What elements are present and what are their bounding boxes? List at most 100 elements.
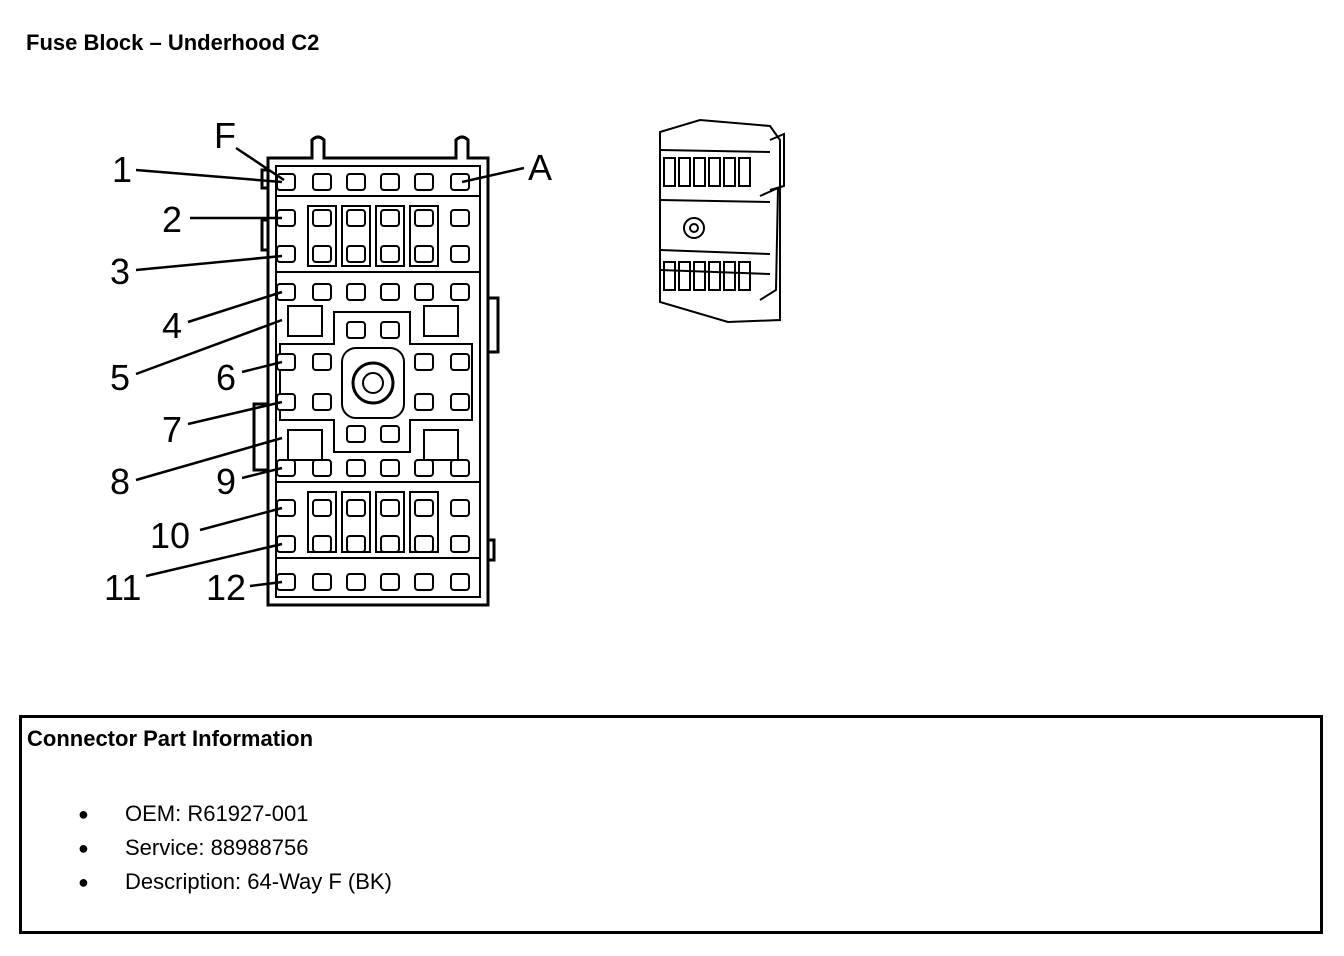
terminal-cavity (450, 499, 470, 517)
terminal-cavity (346, 245, 366, 263)
connector-part-info: Connector Part Information ● OEM: R61927-… (19, 715, 1323, 934)
terminal-cavity (346, 499, 366, 517)
iso-cavity (663, 157, 676, 187)
row-label: 6 (216, 357, 236, 398)
terminal-cavity (450, 173, 470, 191)
list-item: ● OEM: R61927-001 (22, 797, 392, 831)
terminal-cavity (312, 173, 332, 191)
info-list: ● OEM: R61927-001 ● Service: 88988756 ● Des… (22, 797, 392, 899)
cavity-frame (409, 205, 439, 267)
terminal-cavity (450, 209, 470, 227)
terminal-cavity (414, 245, 434, 263)
iso-cavity (738, 261, 751, 291)
iso-cavity (678, 261, 691, 291)
info-service: Service: 88988756 (125, 835, 309, 860)
row-label: 2 (162, 199, 182, 240)
terminal-cavity (450, 283, 470, 301)
column-label-start: F (214, 115, 236, 156)
terminal-cavity (346, 283, 366, 301)
cavity-frame (341, 205, 371, 267)
row-label: 9 (216, 461, 236, 502)
iso-cavity (693, 157, 706, 187)
terminal-cavity (346, 425, 366, 443)
terminal-cavity (312, 209, 332, 227)
iso-cavity (663, 261, 676, 291)
page-title: Fuse Block – Underhood C2 (26, 30, 320, 55)
terminal-cavity (414, 459, 434, 477)
terminal-cavity (380, 245, 400, 263)
terminal-cavity (276, 283, 296, 301)
terminal-cavities (276, 173, 470, 591)
terminal-cavity (312, 283, 332, 301)
terminal-cavity (312, 459, 332, 477)
row-label: 7 (162, 409, 182, 450)
terminal-cavity (312, 499, 332, 517)
info-oem: OEM: R61927-001 (125, 801, 309, 826)
terminal-cavity (380, 209, 400, 227)
terminal-cavity (380, 499, 400, 517)
bullet-icon: ● (78, 838, 89, 858)
terminal-cavity (414, 573, 434, 591)
row-label: 8 (110, 461, 130, 502)
terminal-cavity (414, 173, 434, 191)
terminal-cavity (414, 283, 434, 301)
terminal-cavity (346, 459, 366, 477)
terminal-cavity (312, 573, 332, 591)
callout-labels: 1 2 3 4 5 6 7 8 9 10 11 12 F A (104, 115, 552, 608)
cavity-frame (307, 205, 337, 267)
info-description: Description: 64-Way F (BK) (125, 869, 392, 894)
connector-isometric-view (659, 118, 785, 324)
terminal-cavity (450, 353, 470, 371)
terminal-cavity (450, 535, 470, 553)
column-label-end: A (528, 147, 552, 188)
row-label: 1 (112, 149, 132, 190)
terminal-cavity (450, 459, 470, 477)
terminal-cavity (312, 535, 332, 553)
row-label: 12 (206, 567, 246, 608)
terminal-cavity (380, 459, 400, 477)
cavity-frame (375, 205, 405, 267)
connector-housing (252, 135, 500, 607)
iso-cavity (693, 261, 706, 291)
iso-cavity (678, 157, 691, 187)
row-label: 10 (150, 515, 190, 556)
row-label: 11 (104, 567, 141, 608)
terminal-cavity (380, 425, 400, 443)
iso-cavity (738, 157, 751, 187)
iso-cavity (708, 261, 721, 291)
terminal-cavity (346, 321, 366, 339)
terminal-cavity (346, 535, 366, 553)
list-item: ● Service: 88988756 (22, 831, 392, 865)
connector-face-diagram: 1 2 3 4 5 6 7 8 9 10 11 12 F A (104, 115, 785, 608)
terminal-cavity (276, 245, 296, 263)
terminal-cavity (346, 209, 366, 227)
iso-cavity (723, 157, 736, 187)
terminal-cavity (414, 353, 434, 371)
info-heading: Connector Part Information (27, 726, 314, 751)
terminal-cavity (450, 245, 470, 263)
terminal-cavity (414, 393, 434, 411)
terminal-cavity (380, 573, 400, 591)
terminal-cavity (312, 353, 332, 371)
terminal-cavity (414, 499, 434, 517)
bullet-icon: ● (78, 872, 89, 892)
terminal-cavity (380, 283, 400, 301)
terminal-cavity (380, 321, 400, 339)
terminal-cavity (312, 245, 332, 263)
terminal-cavity (276, 499, 296, 517)
terminal-cavity (450, 573, 470, 591)
terminal-cavity (312, 393, 332, 411)
terminal-cavity (346, 173, 366, 191)
bullet-icon: ● (78, 804, 89, 824)
list-item: ● Description: 64-Way F (BK) (22, 865, 392, 899)
iso-cavity (708, 157, 721, 187)
terminal-cavity (380, 535, 400, 553)
row-label: 3 (110, 251, 130, 292)
row-label: 4 (162, 305, 182, 346)
terminal-cavity (414, 209, 434, 227)
leader-lines (135, 146, 525, 588)
terminal-cavity (380, 173, 400, 191)
terminal-cavity (450, 393, 470, 411)
terminal-cavity (414, 535, 434, 553)
iso-cavity (723, 261, 736, 291)
